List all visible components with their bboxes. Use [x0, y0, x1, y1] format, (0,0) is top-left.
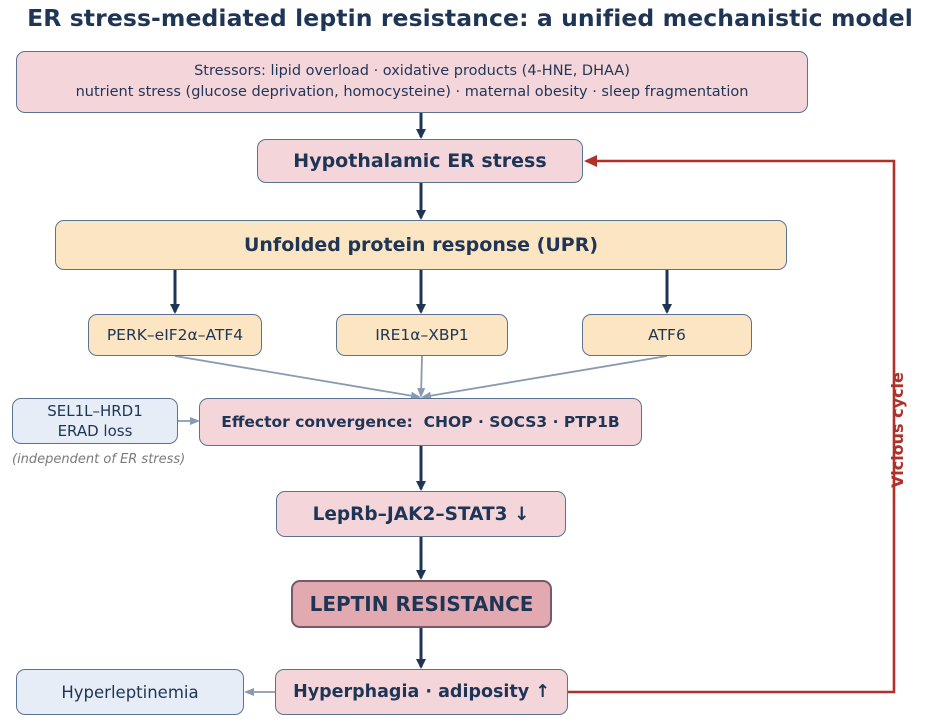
atf6-branch-box: ATF6: [582, 314, 752, 356]
sel1l-line-2: ERAD loss: [57, 422, 133, 440]
sel1l-erad-box: SEL1L–HRD1 ERAD loss: [12, 398, 178, 444]
vicious-cycle-feedback-arrow: [568, 155, 896, 694]
diagram-title: ER stress-mediated leptin resistance: a …: [27, 4, 913, 32]
arrow-ire1-to-effector: [417, 355, 426, 398]
stressors-box: Stressors: lipid overload · oxidative pr…: [16, 51, 808, 113]
arrow-atf6-to-effector: [421, 355, 668, 400]
ire1-branch-box: IRE1α–XBP1: [336, 314, 508, 356]
vicious-cycle-label: Vicious cycle: [887, 372, 907, 488]
hyperleptinemia-box: Hyperleptinemia: [16, 669, 244, 715]
sel1l-note: (independent of ER stress): [12, 452, 186, 467]
leprb-signaling-box: LepRb–JAK2–STAT3 ↓: [276, 491, 566, 537]
sel1l-line-1: SEL1L–HRD1: [47, 402, 143, 420]
effector-convergence-box: Effector convergence: CHOP · SOCS3 · PTP…: [199, 398, 642, 446]
er-stress-box: Hypothalamic ER stress: [257, 139, 583, 183]
perk-branch-box: PERK–eIF2α–ATF4: [88, 314, 262, 356]
hyperphagia-box: Hyperphagia · adiposity ↑: [275, 669, 568, 715]
stressors-line-1: Stressors: lipid overload · oxidative pr…: [194, 63, 630, 79]
arrow-perk-to-effector: [174, 355, 421, 400]
upr-box: Unfolded protein response (UPR): [55, 220, 787, 270]
leptin-resistance-box: LEPTIN RESISTANCE: [291, 580, 552, 628]
stressors-line-2: nutrient stress (glucose deprivation, ho…: [75, 84, 749, 100]
